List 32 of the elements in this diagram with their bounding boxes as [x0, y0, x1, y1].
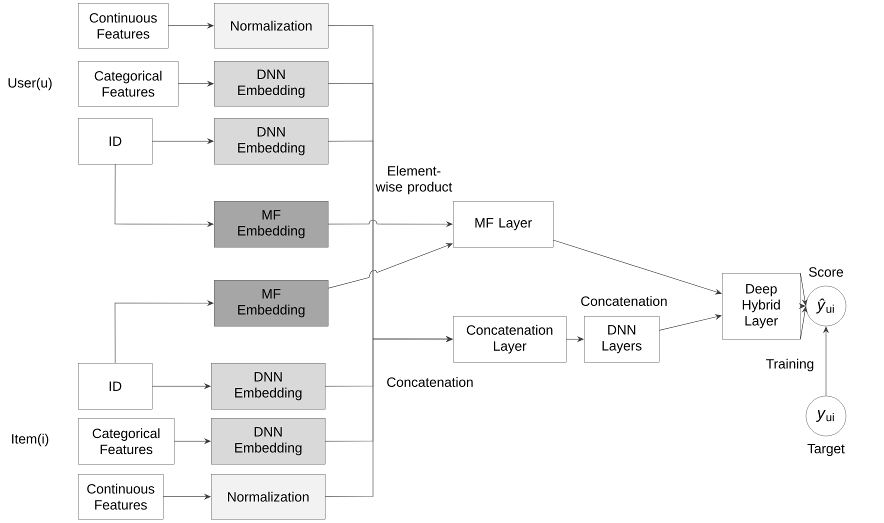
process-box: MF Embedding — [214, 280, 328, 326]
edge-label: Training — [764, 358, 816, 372]
arrow — [800, 272, 808, 306]
process-box: DNN Embedding — [211, 418, 326, 464]
process-box: DNN Embedding — [211, 363, 326, 410]
process-box: Categorical Features — [78, 418, 174, 464]
process-box: MF Embedding — [214, 201, 328, 248]
process-box: ID — [78, 118, 152, 164]
arrow — [328, 243, 453, 288]
process-box: MF Layer — [453, 201, 554, 248]
annotation-text: User(u) — [8, 78, 52, 90]
arrow — [553, 240, 722, 294]
annotation-text: Element-wise product — [376, 166, 452, 194]
arrow — [659, 314, 722, 331]
annotation-text: Concatenation — [387, 377, 473, 387]
caption-text: Score — [808, 267, 844, 277]
process-box: DNN Embedding — [214, 118, 328, 164]
process-box: Continuous Features — [78, 474, 164, 520]
process-box: DNN Embedding — [214, 61, 328, 106]
process-box: ID — [78, 363, 152, 410]
annotation-text: Concatenation — [581, 296, 667, 306]
caption-text: Target — [808, 444, 845, 456]
process-box: Normalization — [214, 3, 328, 48]
arrow — [114, 300, 214, 364]
annotation-text: Item(i) — [12, 434, 48, 446]
process-box: Concatenation Layer — [453, 316, 566, 362]
process-box: Deep Hybrid Layer — [722, 273, 800, 340]
arrow — [325, 336, 453, 497]
process-box: DNN Layers — [584, 316, 660, 362]
process-box: Normalization — [211, 474, 326, 520]
process-box: Categorical Features — [78, 61, 178, 106]
process-box: Continuous Features — [78, 3, 168, 48]
